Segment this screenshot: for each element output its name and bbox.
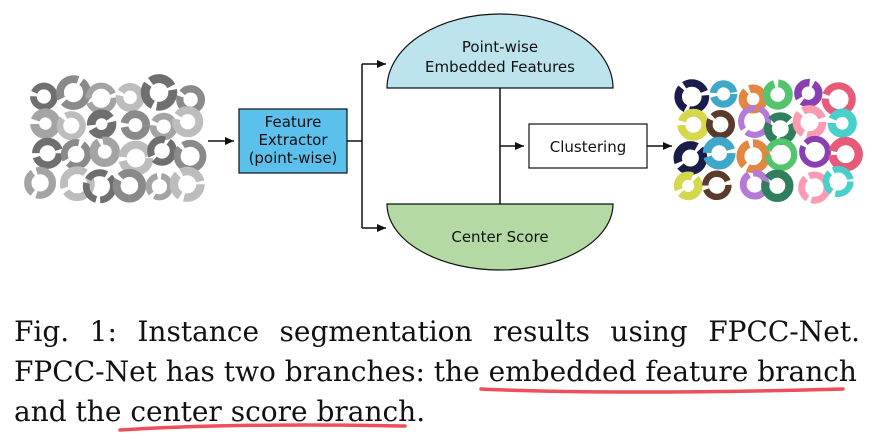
center-score-label: Center Score (451, 228, 548, 246)
ring-object (794, 79, 823, 108)
ring-object (828, 136, 863, 172)
caption-line-1: Fig. 1: Instance segmentation results us… (14, 315, 860, 348)
ring-object (821, 82, 856, 117)
caption-line-2-prefix: FPCC-Net has two branches: the (14, 355, 489, 388)
ring-object (673, 171, 703, 201)
ring-object (673, 141, 708, 175)
ring-object (792, 105, 827, 140)
ring-object (149, 112, 178, 141)
ring-object (705, 110, 735, 140)
caption-line-3: and the center score branch. (14, 392, 860, 432)
center-score-branch-highlight: center score branch (130, 395, 417, 428)
ring-object (60, 139, 92, 170)
ring-object (24, 166, 57, 199)
center-score-node (386, 203, 614, 271)
ring-object (799, 135, 831, 168)
ring-object (702, 170, 732, 201)
caption-line-2: FPCC-Net has two branches: the embedded … (14, 352, 860, 392)
input-point-cloud-image (24, 74, 207, 204)
extractor-label-line3: (point-wise) (249, 149, 338, 167)
ring-object (761, 169, 794, 202)
pipeline-figure: Feature Extractor (point-wise) Point-wis… (24, 13, 863, 271)
branch-connector (347, 64, 363, 228)
ring-object (169, 166, 205, 202)
ring-object (59, 166, 95, 202)
extractor-label-line1: Feature (265, 113, 322, 131)
ring-object (822, 166, 854, 197)
ring-object (89, 136, 120, 167)
ring-object (147, 136, 177, 166)
clustering-label: Clustering (550, 138, 626, 156)
ring-object (30, 82, 58, 111)
ring-object (86, 109, 117, 139)
ring-object (85, 82, 117, 115)
ring-object (30, 108, 61, 139)
ring-object (140, 74, 178, 111)
figure-caption: Fig. 1: Instance segmentation results us… (14, 312, 860, 432)
ring-object (112, 168, 147, 203)
output-segmented-point-cloud-image (673, 79, 863, 204)
embedded-feature-branch-highlight: embedded feature branch (488, 355, 857, 388)
ring-object (172, 106, 204, 138)
feature-extractor-box (238, 108, 348, 174)
embedded-label-line1: Point-wise (462, 38, 538, 56)
embedded-features-node (386, 13, 614, 89)
ring-object (56, 75, 91, 110)
ring-object (173, 139, 207, 173)
caption-line-3-prefix: and the (14, 395, 131, 428)
ring-object (118, 140, 154, 176)
ring-object (702, 136, 736, 170)
ring-object (674, 79, 710, 115)
caption-line-3-suffix: . (416, 395, 426, 428)
embedded-label-line2: Embedded Features (425, 58, 575, 76)
ring-object (763, 112, 797, 146)
ring-object (145, 172, 174, 201)
ring-object (32, 137, 64, 169)
ring-object (56, 111, 86, 141)
ring-object (764, 138, 798, 172)
ring-object (827, 108, 857, 138)
ring-object (115, 82, 145, 112)
ring-object (120, 110, 151, 140)
ring-object (738, 104, 772, 138)
ring-object (736, 139, 771, 174)
ring-object (709, 80, 738, 108)
ring-object (762, 79, 793, 110)
extractor-label-line2: Extractor (258, 131, 328, 149)
ring-object (677, 108, 710, 141)
